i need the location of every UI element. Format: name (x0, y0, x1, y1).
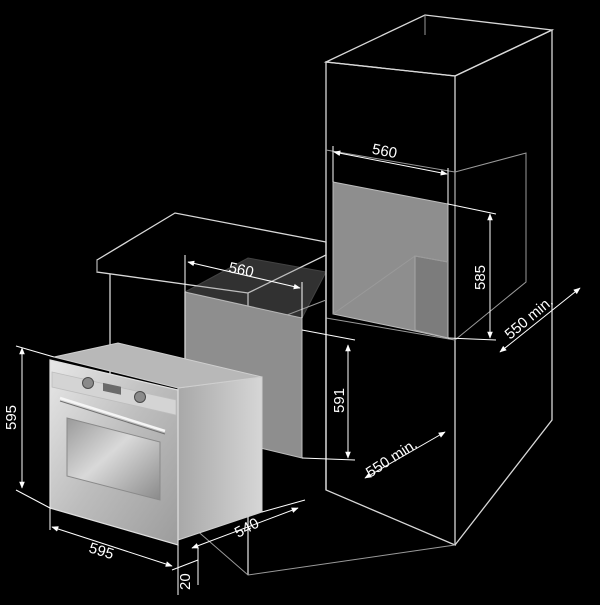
tall-cabinet-height-label: 585 (472, 265, 489, 290)
tall-cabinet-depth-label: 550 min. (502, 293, 557, 343)
right-knob-icon (134, 391, 146, 403)
dimension-lines (15, 146, 581, 595)
tall-cabinet-width-label: 560 (371, 141, 399, 162)
oven (49, 342, 263, 546)
tall-cabinet (323, 14, 555, 546)
left-knob-icon (82, 377, 94, 389)
undercounter-width-label: 560 (227, 259, 255, 281)
oven-width-label: 595 (87, 540, 116, 564)
display-icon (103, 382, 121, 395)
undercounter-depth-label: 550 min. (363, 436, 421, 482)
oven-height-label: 595 (3, 405, 20, 430)
oven-front-label: 20 (177, 573, 194, 590)
oven-handle (59, 396, 166, 433)
oven-window (66, 417, 161, 501)
tall-niche (332, 181, 449, 339)
undercounter-height-label: 591 (331, 388, 348, 413)
